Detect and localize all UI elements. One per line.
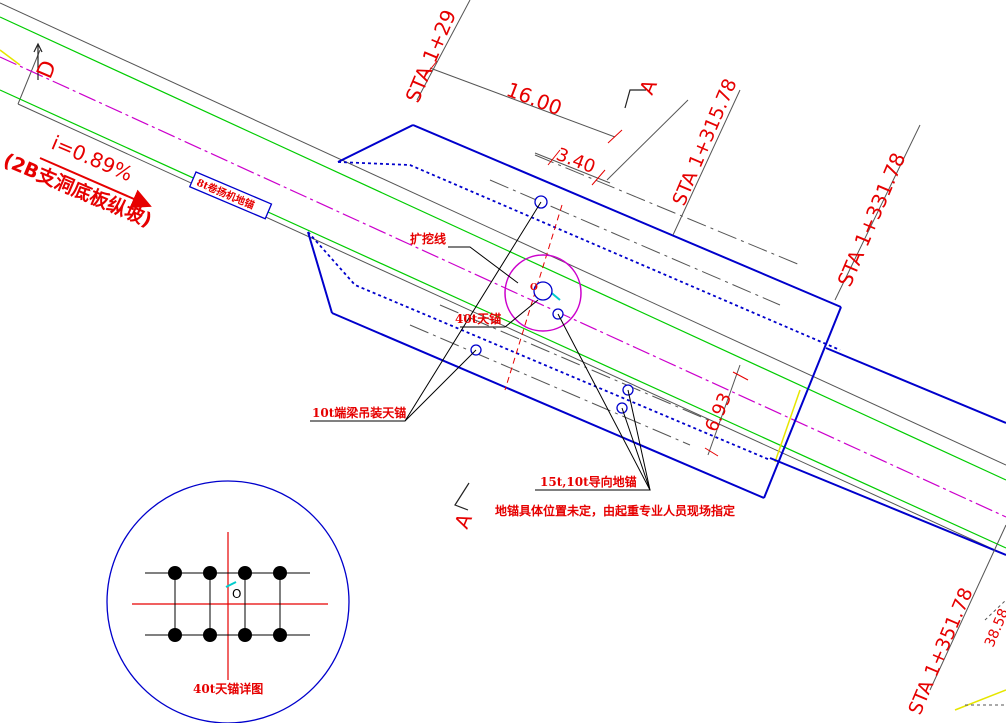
section-mark-a-top: [624, 89, 646, 109]
dim-16: [424, 60, 623, 144]
green-lines: [0, 16, 1006, 549]
dim-340: [534, 149, 611, 186]
sta-1331-text: STA 1+331.78: [833, 149, 911, 290]
dim-16-line: [429, 67, 616, 138]
dim-693: [704, 364, 749, 457]
excavation-inner: [307, 161, 841, 461]
center-mark-label: O: [530, 283, 538, 293]
station-lines: [416, 0, 1006, 691]
anchor-40t-label: 40t天锚: [455, 311, 501, 326]
detail-dot: [273, 628, 287, 642]
yellow-mark-bottom: [954, 689, 1006, 711]
dim-340-tick-right: [591, 169, 606, 186]
boundary-right: [763, 306, 842, 499]
guide-line-4: [409, 324, 691, 446]
d-mark: [33, 42, 43, 80]
detail-dot: [238, 566, 252, 580]
dim-16-tick-left: [424, 60, 438, 77]
detail-dot: [273, 566, 287, 580]
guide-line-1: [534, 154, 801, 266]
section-a-top-text: A: [635, 76, 663, 98]
tunnel-outline: [0, 2, 1006, 556]
leader-excavation: [448, 246, 519, 284]
leader-beam-2: [404, 349, 477, 422]
yellow-mark-left: [0, 49, 21, 66]
section-a-bottom-bracket: [454, 482, 470, 511]
anchor-point-40t: [533, 281, 553, 301]
green-line-top: [0, 16, 1006, 481]
winch-anchor-label: 8t卷扬机地锚: [188, 171, 273, 220]
excavation-line-label: 扩挖线: [410, 231, 446, 246]
guide-anchor-label: 15t,10t导向地锚: [540, 474, 637, 489]
slope-arrow: [39, 157, 152, 208]
leader-guide-3: [621, 407, 651, 491]
sta-1029-text: STA 1+29: [401, 6, 462, 106]
center-line: [0, 56, 1006, 518]
tunnel-edge-top: [0, 2, 1006, 466]
green-line-bottom: [0, 89, 1006, 549]
sta-line-1315: [672, 89, 741, 236]
dim-340-tick-left: [547, 149, 561, 166]
detail-center-label: O: [232, 587, 241, 601]
dim-3858-text: 38.58: [982, 606, 1006, 649]
sta-1315-text: STA 1+315.78: [668, 75, 741, 209]
detail-dot: [203, 566, 217, 580]
anchor-note: 地锚具体位置未定，由起重专业人员现场指定: [495, 503, 735, 518]
detail-cyan-mark: [225, 581, 237, 588]
sta-line-1029: [416, 0, 471, 101]
boundary-bottom: [331, 312, 765, 499]
tunnel-end-line: [17, 49, 41, 105]
dim-693-line: [707, 364, 741, 456]
boundary-top-left: [337, 124, 414, 163]
detail-dot: [203, 628, 217, 642]
detail-axes: [132, 532, 328, 680]
leader-lines: [310, 201, 651, 491]
tunnel-edge-bottom: [17, 103, 1006, 556]
boundary-left: [307, 231, 333, 314]
guide-lines: [409, 154, 801, 446]
sta-1351-text: STA 1+351.78: [904, 584, 977, 718]
d-mark-text: D: [33, 57, 63, 82]
bottom-right-lines: [965, 599, 1006, 706]
detail-dot: [168, 566, 182, 580]
dim-340-text: 3.40: [553, 144, 598, 178]
beam-anchor-label: 10t端梁吊装天锚: [312, 405, 406, 420]
leader-guide-2: [627, 389, 651, 491]
detail-dot: [238, 628, 252, 642]
sta-line-extra: [606, 99, 689, 181]
section-a-top-bracket: [624, 89, 646, 109]
detail-view: O 40t天锚详图: [106, 480, 350, 723]
tunnel-blue-bottom: [769, 457, 1006, 556]
anchor-points: [470, 195, 634, 414]
boundary-top: [412, 124, 842, 308]
dim-693-tick-bottom: [704, 447, 719, 457]
detail-circle: [106, 480, 350, 723]
leader-40t: [460, 299, 539, 328]
detail-dots: [168, 566, 287, 642]
sta-line-1331: [834, 124, 921, 301]
winch-anchor-box: [188, 171, 273, 220]
excavation-boundary: [307, 124, 1006, 556]
anchor-axis-line: [504, 204, 563, 391]
sta-line-1351: [929, 524, 1006, 691]
section-a-bottom-text: A: [450, 510, 478, 532]
guide-line-3: [439, 304, 721, 426]
dim-16-text: 16.00: [503, 77, 565, 120]
excavation-circle: [504, 254, 582, 332]
detail-dot: [168, 628, 182, 642]
dim-693-text: 6.93: [701, 390, 736, 435]
yellow-marks: [0, 49, 1006, 711]
section-mark-a-bottom: [454, 482, 470, 511]
detail-title: 40t天锚详图: [193, 681, 263, 696]
yellow-mark-mid: [774, 389, 801, 463]
tunnel-blue-top: [825, 347, 1006, 424]
bottom-right-line-1: [984, 599, 1006, 621]
inner-dashed-top: [337, 161, 841, 351]
d-mark-arrow: [33, 42, 43, 53]
dim-16-tick-right: [607, 129, 623, 144]
dim-693-tick-top: [732, 371, 749, 381]
